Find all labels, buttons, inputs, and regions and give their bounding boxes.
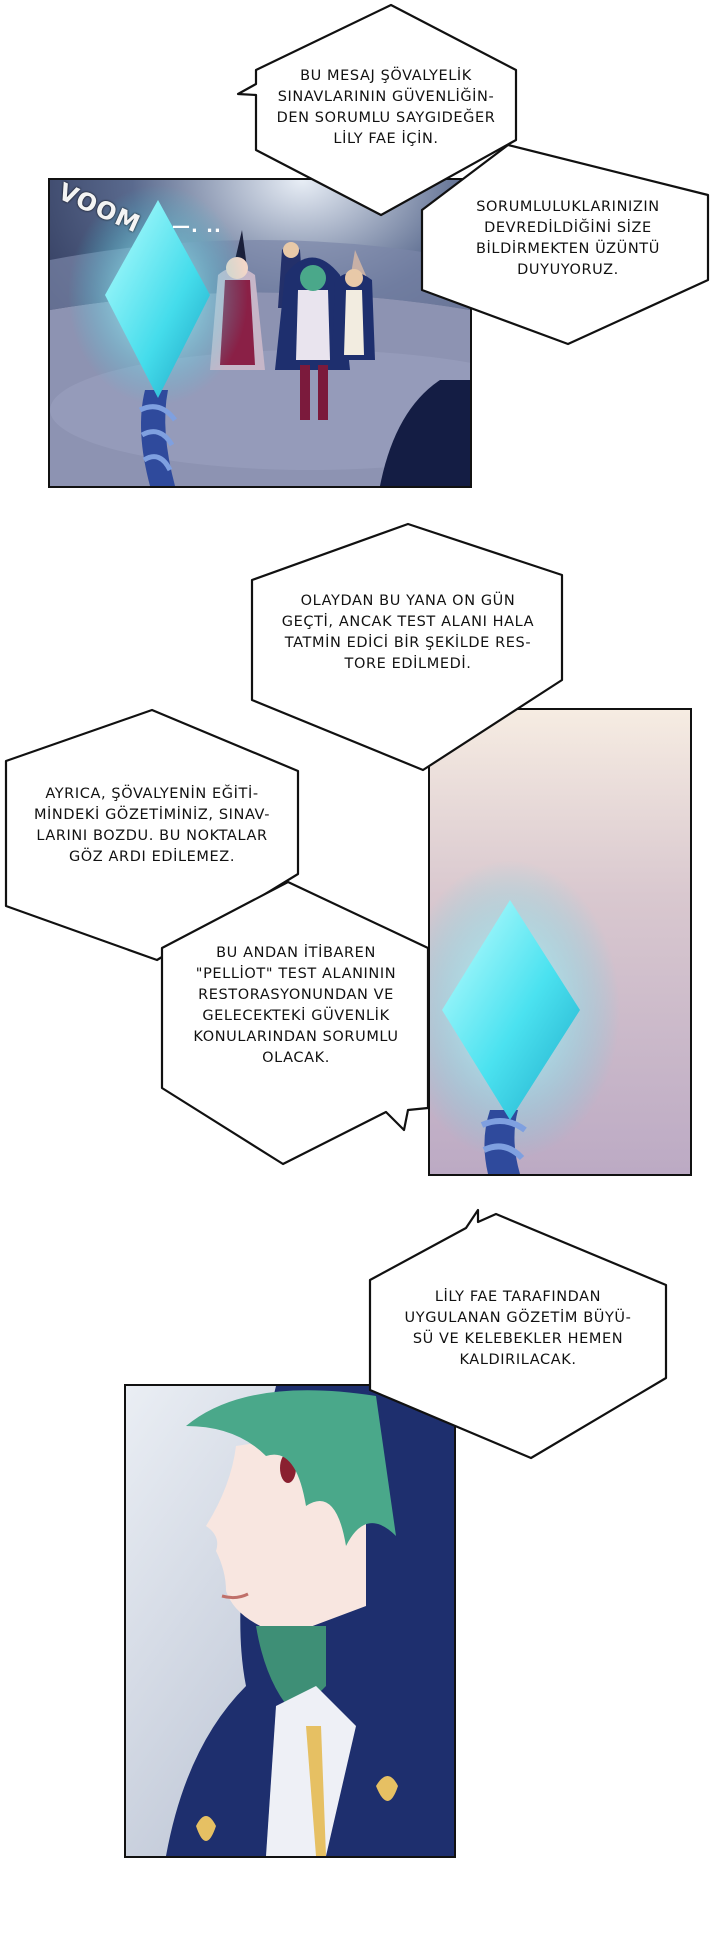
bubble-3-text: OLAYDAN BU YANA ON GÜN GEÇTİ, ANCAK TEST… [281, 593, 535, 672]
bubble-2-text: SORUMLULUKLARINIZIN DEVREDİLDİĞİNİ SİZE … [476, 199, 660, 278]
crystal-staff [68, 185, 248, 486]
bubble-4-text: AYRICA, ŞÖVALYENİN EĞİTİ- MİNDEKİ GÖZETİ… [33, 786, 271, 865]
arena-scene [50, 180, 470, 486]
character-scene [126, 1386, 454, 1856]
panel-crystal [428, 708, 692, 1176]
character-green-hair [166, 1386, 454, 1856]
figure-green-hair [275, 257, 350, 420]
bubble-5-text: BU ANDAN İTİBAREN "PELLİOT" TEST ALANINI… [193, 945, 399, 1066]
panel-arena: VOOM —. .. [48, 178, 472, 488]
speech-bubble-3: OLAYDAN BU YANA ON GÜN GEÇTİ, ANCAK TEST… [248, 520, 568, 772]
bubble-6-text: LİLY FAE TARAFINDAN UYGULANAN GÖZETİM BÜ… [404, 1289, 632, 1368]
speech-bubble-4: AYRICA, ŞÖVALYENİN EĞİTİ- MİNDEKİ GÖZETİ… [2, 706, 302, 964]
figure-right [332, 250, 375, 360]
bubble-1-text: BU MESAJ ŞÖVALYELİK SINAVLARININ GÜVENLİ… [276, 68, 496, 147]
panel-character-profile [124, 1384, 456, 1858]
crystal-scene [430, 710, 690, 1174]
speech-bubble-6: LİLY FAE TARAFINDAN UYGULANAN GÖZETİM BÜ… [366, 1208, 670, 1460]
speech-bubble-5: BU ANDAN İTİBAREN "PELLİOT" TEST ALANINI… [158, 878, 436, 1166]
crystal-staff-closeup [430, 860, 620, 1174]
voom-trail: —. .. [172, 216, 222, 237]
speech-bubble-2: SORUMLULUKLARINIZIN DEVREDİLDİĞİNİ SİZE … [418, 140, 714, 348]
speech-bubble-1: BU MESAJ ŞÖVALYELİK SINAVLARININ GÜVENLİ… [236, 0, 526, 220]
